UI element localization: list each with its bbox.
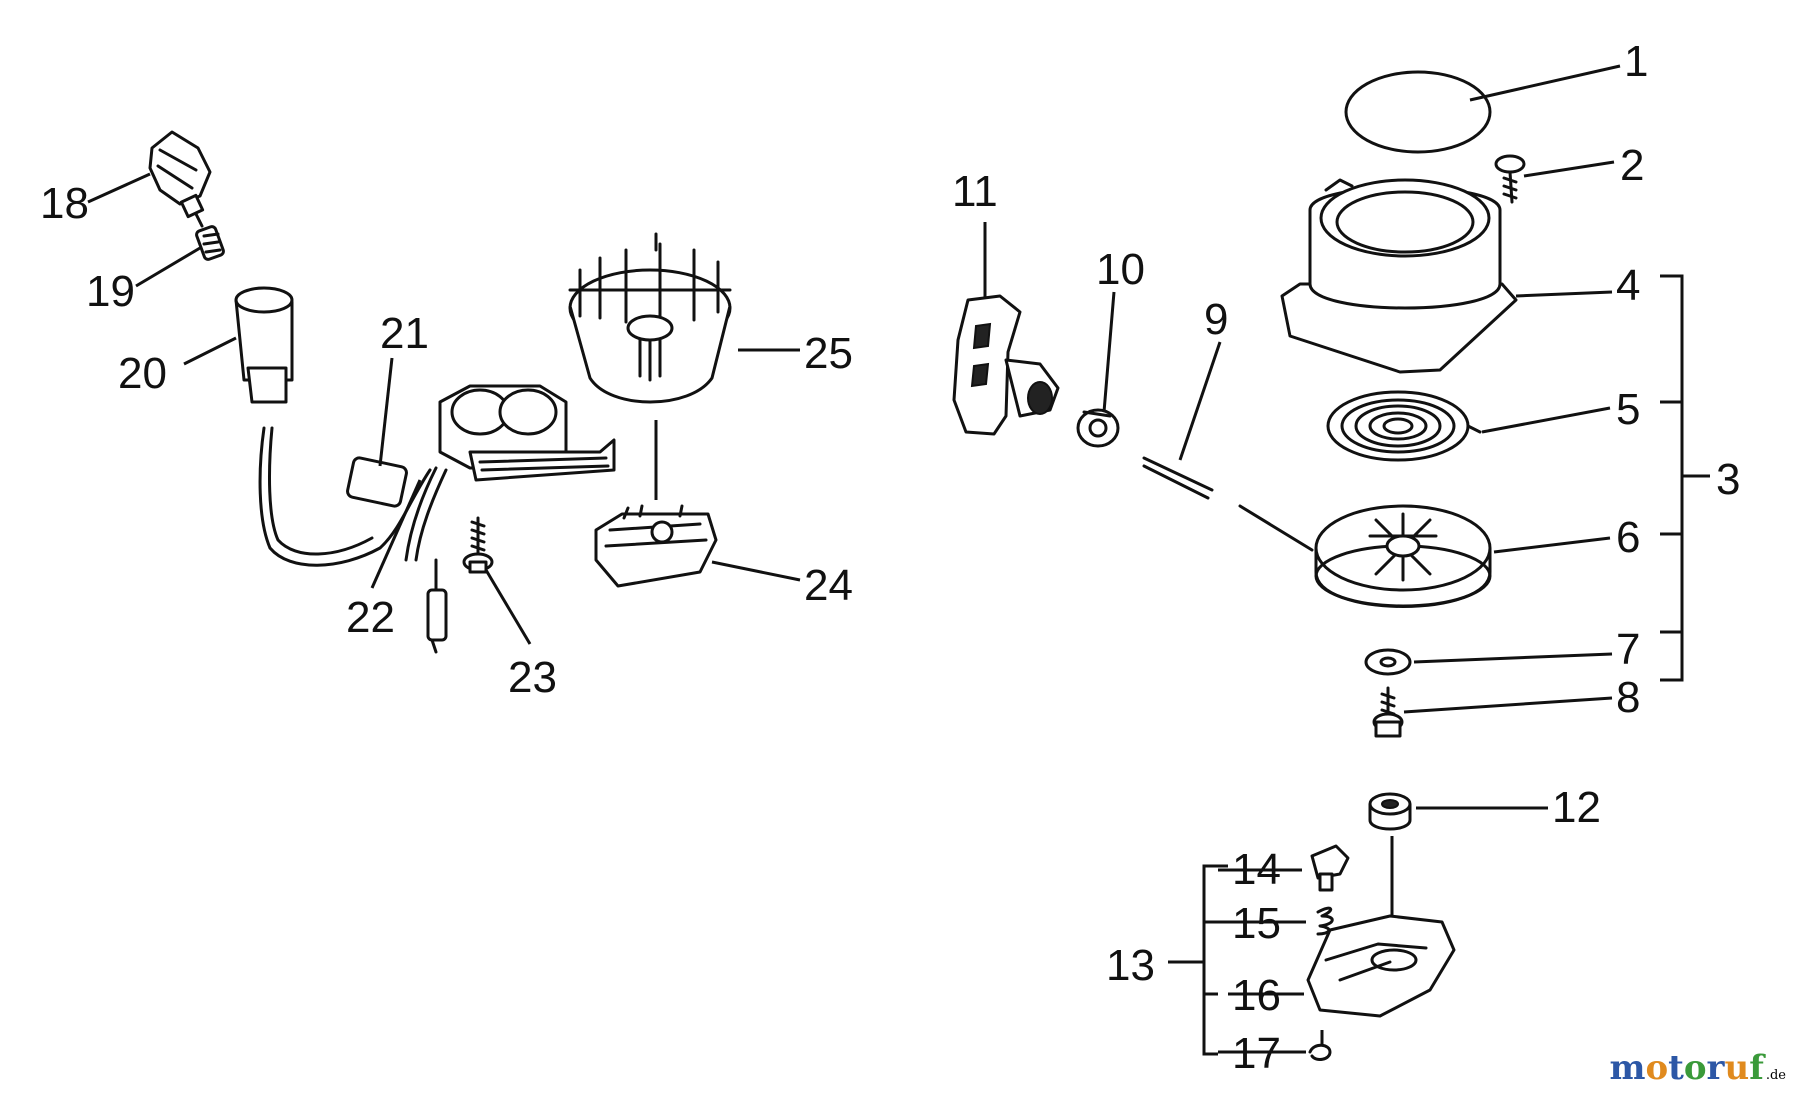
watermark-letter: o: [1683, 1048, 1707, 1088]
part-spark-plug-boot: [234, 286, 294, 404]
watermark-letter: r: [1706, 1048, 1725, 1088]
watermark-suffix: .de: [1765, 1068, 1786, 1083]
callout-22: 22: [346, 593, 395, 642]
callout-15: 15: [1232, 899, 1281, 948]
motoruf-watermark: motoruf.de: [1609, 1048, 1786, 1088]
callout-9: 9: [1204, 295, 1228, 344]
part-pulley-screw: [1372, 686, 1404, 738]
callout-6: 6: [1616, 513, 1640, 562]
part-grip-insert: [1076, 408, 1120, 448]
watermark-letter: o: [1645, 1048, 1669, 1088]
callout-14: 14: [1232, 845, 1281, 894]
watermark-letter: t: [1668, 1048, 1684, 1088]
part-pulley-washer: [1364, 648, 1412, 676]
part-retaining-clip: [1308, 1030, 1332, 1061]
part-flywheel: [568, 232, 732, 404]
part-ignition-wire: [258, 426, 432, 567]
callout-12: 12: [1552, 783, 1601, 832]
part-spark-plug: [148, 130, 212, 228]
callout-labels: 1 2 3 4 5 6 7 8 9 10 11 12 13 14 15 16 1…: [40, 37, 1740, 1078]
part-starter-cover-disc: [1344, 70, 1492, 154]
part-spark-plug-terminal: [195, 225, 225, 261]
part-ignition-coil: [404, 384, 616, 654]
callout-19: 19: [86, 267, 135, 316]
watermark-brand: motoruf: [1609, 1048, 1763, 1088]
part-starter-pawl: [1310, 844, 1350, 892]
callout-17: 17: [1232, 1029, 1281, 1078]
part-starter-grip: [952, 294, 1060, 436]
callout-3: 3: [1716, 455, 1740, 504]
callout-1: 1: [1624, 37, 1648, 86]
callout-23: 23: [508, 653, 557, 702]
callout-11: 11: [952, 167, 998, 216]
part-starter-housing: [1280, 178, 1518, 374]
part-ignition-module: [594, 420, 718, 588]
callout-20: 20: [118, 349, 167, 398]
watermark-letter: f: [1749, 1048, 1764, 1088]
callout-18: 18: [40, 179, 89, 228]
callout-5: 5: [1616, 385, 1640, 434]
callout-8: 8: [1616, 673, 1640, 722]
part-housing-screw: [1494, 154, 1526, 204]
part-coil-mounting-screw: [462, 516, 494, 574]
part-recoil-spring: [1326, 390, 1482, 462]
callout-21: 21: [380, 309, 429, 358]
callout-4: 4: [1616, 261, 1640, 310]
part-starter-cup: [1306, 914, 1456, 1018]
part-starter-rope: [1142, 456, 1314, 552]
callout-13: 13: [1106, 941, 1155, 990]
callout-16: 16: [1232, 971, 1281, 1020]
callout-2: 2: [1620, 141, 1644, 190]
watermark-letter: m: [1609, 1048, 1646, 1088]
callout-10: 10: [1096, 245, 1145, 294]
callout-7: 7: [1616, 625, 1640, 674]
watermark-letter: u: [1724, 1048, 1750, 1088]
leader-lines: [87, 64, 1710, 1056]
part-spacer: [1368, 792, 1412, 952]
part-starter-pulley: [1314, 504, 1492, 608]
callout-25: 25: [804, 329, 853, 378]
callout-24: 24: [804, 561, 853, 610]
